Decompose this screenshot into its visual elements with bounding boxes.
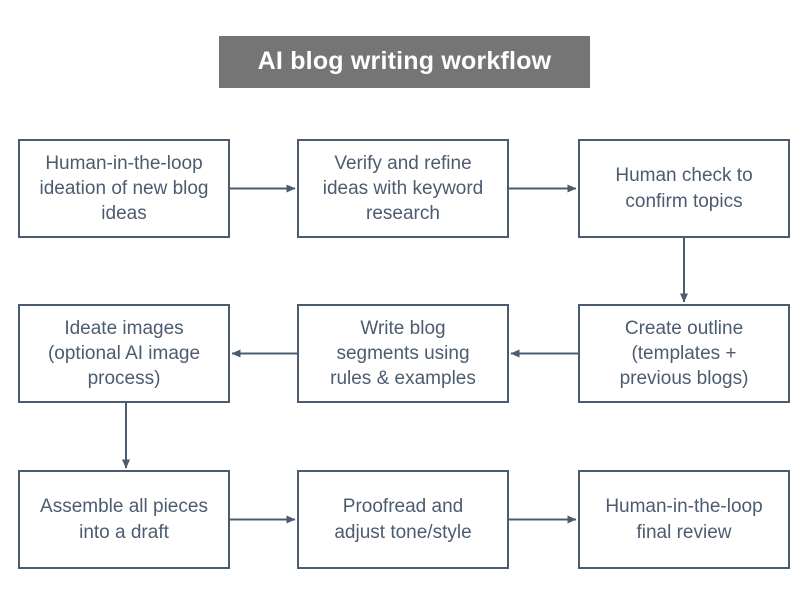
flow-node-verify-refine[interactable]: Verify and refine ideas with keyword res… [297, 139, 509, 238]
flow-node-proofread[interactable]: Proofread and adjust tone/style [297, 470, 509, 569]
flow-node-assemble-draft[interactable]: Assemble all pieces into a draft [18, 470, 230, 569]
diagram-title-text: AI blog writing workflow [257, 47, 552, 76]
flow-node-human-check[interactable]: Human check to confirm topics [578, 139, 790, 238]
flow-node-ideate-images[interactable]: Ideate images (optional AI image process… [18, 304, 230, 403]
flow-node-create-outline[interactable]: Create outline (templates + previous blo… [578, 304, 790, 403]
flow-node-final-review[interactable]: Human-in-the-loop final review [578, 470, 790, 569]
flow-node-label: Write blog segments using rules & exampl… [330, 317, 476, 390]
flow-node-label: Verify and refine ideas with keyword res… [322, 152, 484, 225]
flow-node-write-segments[interactable]: Write blog segments using rules & exampl… [297, 304, 509, 403]
flow-node-label: Assemble all pieces into a draft [40, 496, 208, 543]
flow-node-label: Human-in-the-loop final review [605, 496, 763, 543]
flow-node-label: Human check to confirm topics [615, 165, 753, 212]
flow-node-label: Proofread and adjust tone/style [334, 496, 472, 543]
flow-node-label: Create outline (templates + previous blo… [619, 317, 749, 390]
flow-node-label: Human-in-the-loop ideation of new blog i… [39, 152, 209, 225]
flow-node-label: Ideate images (optional AI image process… [47, 317, 201, 390]
diagram-title-banner: AI blog writing workflow [219, 36, 590, 88]
flow-node-ideation[interactable]: Human-in-the-loop ideation of new blog i… [18, 139, 230, 238]
